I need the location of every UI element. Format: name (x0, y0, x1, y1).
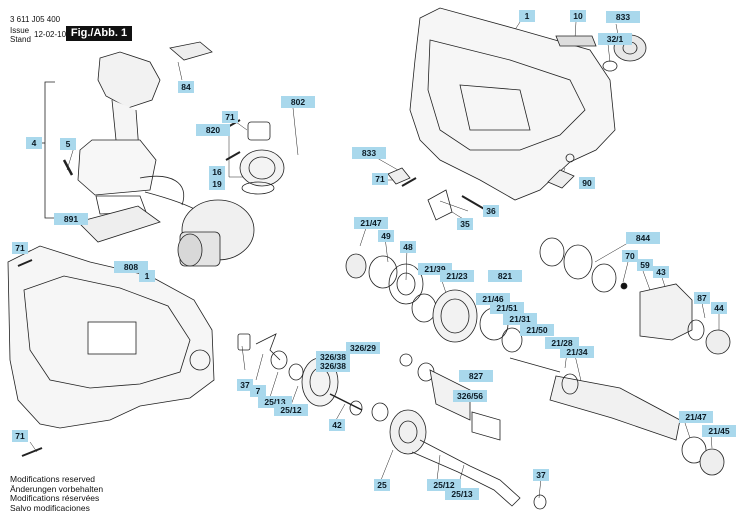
footer-line: Salvo modificaciones (10, 502, 90, 513)
callout-37[interactable]: 37 (237, 379, 253, 391)
callout-4[interactable]: 4 (26, 137, 42, 149)
callout-10[interactable]: 10 (570, 10, 586, 22)
callout-84[interactable]: 84 (178, 81, 194, 93)
callout-35[interactable]: 35 (457, 218, 473, 230)
callout-49[interactable]: 49 (378, 230, 394, 242)
callout-833-b[interactable]: 833 (352, 147, 386, 159)
callout-70[interactable]: 70 (622, 250, 638, 262)
callout-37-b[interactable]: 37 (533, 469, 549, 481)
callout-59[interactable]: 59 (637, 259, 653, 271)
callout-36[interactable]: 36 (483, 205, 499, 217)
callout-90[interactable]: 90 (579, 177, 595, 189)
callout-827[interactable]: 827 (459, 370, 493, 382)
callout-43[interactable]: 43 (653, 266, 669, 278)
callout-87[interactable]: 87 (694, 292, 710, 304)
callout-71-a[interactable]: 71 (222, 111, 238, 123)
callout-21-45[interactable]: 21/45 (702, 425, 736, 437)
callout-25-12[interactable]: 25/12 (274, 404, 308, 416)
figure-label: Fig./Abb. 1 (66, 26, 132, 41)
document-number: 3 611 J05 400 (10, 15, 61, 24)
callout-71-d[interactable]: 71 (12, 430, 28, 442)
footer-line: Modifications réservées (10, 493, 100, 504)
callout-25-13-b[interactable]: 25/13 (445, 488, 479, 500)
callout-21-50[interactable]: 21/50 (520, 324, 554, 336)
callout-21-47[interactable]: 21/47 (354, 217, 388, 229)
callout-820[interactable]: 820 (196, 124, 230, 136)
callout-844[interactable]: 844 (626, 232, 660, 244)
callout-891[interactable]: 891 (54, 213, 88, 225)
callout-25[interactable]: 25 (374, 479, 390, 491)
callout-833[interactable]: 833 (606, 11, 640, 23)
callout-7[interactable]: 7 (250, 385, 266, 397)
callout-326-56[interactable]: 326/56 (453, 390, 487, 402)
callout-71-b[interactable]: 71 (372, 173, 388, 185)
footer-notes: Modifications reserved Änderungen vorbeh… (10, 474, 104, 513)
callout-1-b[interactable]: 1 (139, 270, 155, 282)
callout-821[interactable]: 821 (488, 270, 522, 282)
issue-label: Issue (10, 26, 30, 35)
callout-802[interactable]: 802 (281, 96, 315, 108)
callout-19[interactable]: 19 (209, 178, 225, 190)
callout-21-51[interactable]: 21/51 (490, 302, 524, 314)
callout-21-23[interactable]: 21/23 (440, 270, 474, 282)
callout-16[interactable]: 16 (209, 166, 225, 178)
callout-21-34[interactable]: 21/34 (560, 346, 594, 358)
callout-21-47-b[interactable]: 21/47 (679, 411, 713, 423)
callout-1[interactable]: 1 (519, 10, 535, 22)
callout-5[interactable]: 5 (60, 138, 76, 150)
footer-line: Änderungen vorbehalten (10, 483, 104, 494)
issue-date: 12-02-10 (34, 30, 67, 39)
callout-44[interactable]: 44 (711, 302, 727, 314)
callout-326-29[interactable]: 326/29 (346, 342, 380, 354)
callout-71-c[interactable]: 71 (12, 242, 28, 254)
callout-48[interactable]: 48 (400, 241, 416, 253)
stand-label: Stand (10, 35, 31, 44)
callout-21-31[interactable]: 21/31 (503, 313, 537, 325)
footer-line: Modifications reserved (10, 474, 96, 484)
callout-326-38-b[interactable]: 326/38 (316, 360, 350, 372)
callout-42[interactable]: 42 (329, 419, 345, 431)
callout-32-1[interactable]: 32/1 (598, 33, 632, 45)
